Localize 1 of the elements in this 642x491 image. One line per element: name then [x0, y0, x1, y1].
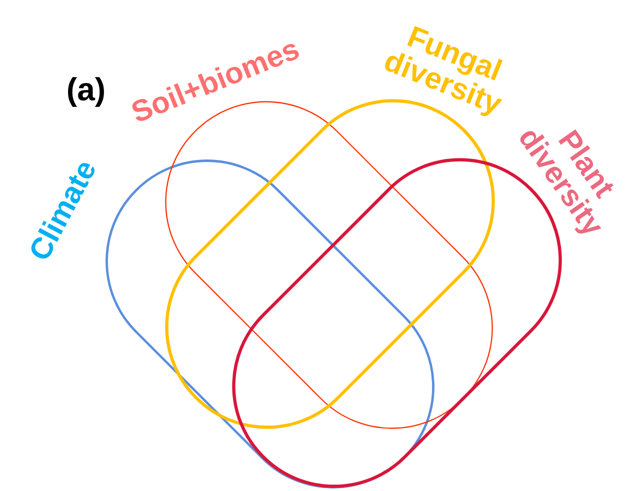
- panel-label: (a): [68, 77, 104, 107]
